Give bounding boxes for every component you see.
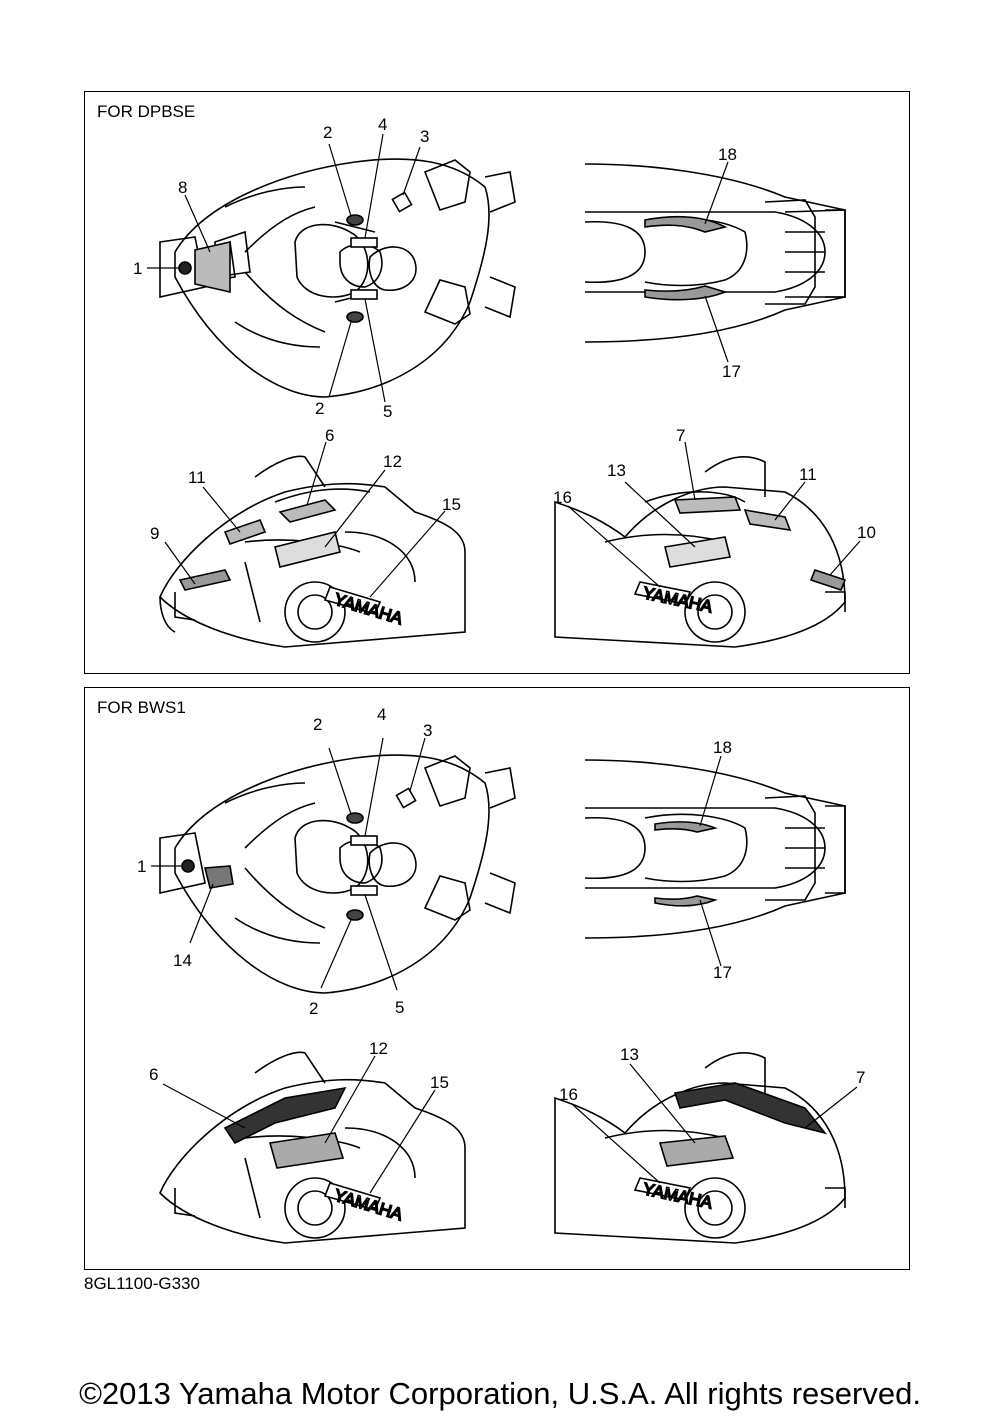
callout-leader-lines: [151, 737, 858, 1194]
callout-15: 15: [442, 495, 461, 514]
callout-17: 17: [713, 963, 732, 982]
callout-9: 9: [150, 524, 159, 543]
rear-view-hull-drawing: [584, 163, 846, 343]
diagram-panel-dpbse: FOR DPBSE: [84, 91, 910, 674]
callout-10: 10: [857, 523, 876, 542]
callout-4: 4: [378, 115, 387, 134]
callout-12: 12: [369, 1039, 388, 1058]
decal-7-shape: [673, 1082, 828, 1135]
callout-2-lower: 2: [309, 999, 318, 1018]
callout-2-upper: 2: [323, 123, 332, 142]
emblem-text-right: YAMAHA: [641, 583, 715, 616]
callout-17: 17: [722, 362, 741, 381]
callout-13: 13: [620, 1045, 639, 1064]
top-view-hull-drawing: [159, 754, 516, 994]
callout-11-left: 11: [188, 468, 206, 487]
decal-13-shape: [658, 1135, 735, 1167]
decal-3-shape: [391, 191, 413, 213]
panel-artwork: YAMAHA YAMAHA: [137, 705, 865, 1244]
callout-numbers: 1 2 2 3 4 5 8 17 18 6 9 11 12 15 7 10 11…: [133, 115, 876, 543]
callout-16: 16: [553, 488, 572, 507]
decal-11-shape-right: [743, 508, 792, 531]
decal-15-emblem-left: [323, 1182, 382, 1211]
decal-12-shape: [274, 531, 341, 568]
decal-2-upper: [346, 812, 364, 824]
callout-8: 8: [178, 178, 187, 197]
decal-15-emblem-left: [323, 586, 382, 615]
left-side-hull-drawing: [159, 455, 466, 648]
decal-2-lower: [346, 311, 364, 323]
callout-6: 6: [325, 426, 334, 445]
callout-5: 5: [383, 402, 392, 421]
callout-15: 15: [430, 1073, 449, 1092]
drawing-code: 8GL1100-G330: [84, 1274, 200, 1293]
decal-2-lower: [346, 909, 364, 921]
decal-5-shape: [350, 885, 378, 896]
emblem-text-right: YAMAHA: [641, 1179, 715, 1212]
callout-3: 3: [420, 127, 429, 146]
callout-1: 1: [137, 857, 146, 876]
callout-16: 16: [559, 1085, 578, 1104]
decal-17-shape: [644, 285, 728, 301]
decal-8-shape: [194, 240, 231, 294]
decal-18-shape: [644, 215, 728, 233]
diagram-panel-bws1: FOR BWS1: [84, 687, 910, 1270]
rear-view-hull-drawing: [584, 759, 846, 939]
decal-9-shape: [178, 569, 232, 591]
decal-18-shape: [654, 821, 718, 833]
callout-1: 1: [133, 259, 142, 278]
callout-18: 18: [713, 738, 732, 757]
decal-13-shape: [664, 536, 731, 568]
decal-10-shape: [809, 569, 847, 591]
panel-label: FOR DPBSE: [97, 102, 196, 121]
panel-label: FOR BWS1: [97, 698, 186, 717]
logo-decal-marker: [181, 859, 195, 873]
copyright-notice: ©2013 Yamaha Motor Corporation, U.S.A. A…: [79, 1376, 921, 1411]
callout-6: 6: [149, 1065, 158, 1084]
decal-4-shape: [350, 237, 378, 248]
callout-leader-lines: [147, 133, 861, 598]
decal-14-shape: [203, 865, 234, 889]
right-side-hull-drawing: [554, 1052, 846, 1244]
decal-6-shape: [278, 499, 337, 523]
decal-3-shape: [395, 787, 417, 809]
callout-18: 18: [718, 145, 737, 164]
callout-2-lower: 2: [315, 399, 324, 418]
decal-5-shape: [350, 289, 378, 300]
decal-11-shape-left: [223, 519, 267, 545]
panel-artwork: YAMAHA YAMAHA: [133, 115, 876, 648]
decal-16-emblem-right: [633, 1177, 692, 1201]
callout-12: 12: [383, 452, 402, 471]
callout-2-upper: 2: [313, 715, 322, 734]
logo-decal-marker: [178, 261, 192, 275]
callout-5: 5: [395, 998, 404, 1017]
decal-7-shape: [673, 496, 742, 514]
callout-11-right: 11: [799, 465, 817, 484]
callout-7: 7: [856, 1068, 865, 1087]
decal-17-shape: [654, 895, 718, 907]
callout-numbers: 1 2 2 3 4 5 14 17 18 6 12 15 7 13 16: [137, 705, 865, 1104]
decal-16-emblem-right: [633, 581, 692, 605]
callout-13: 13: [607, 461, 626, 480]
decal-4-shape: [350, 835, 378, 846]
callout-3: 3: [423, 721, 432, 740]
decal-2-upper: [346, 214, 364, 226]
callout-14: 14: [173, 951, 192, 970]
callout-4: 4: [377, 705, 386, 724]
decal-6-shape: [223, 1086, 347, 1145]
callout-7: 7: [676, 426, 685, 445]
decal-12-shape: [268, 1132, 345, 1169]
